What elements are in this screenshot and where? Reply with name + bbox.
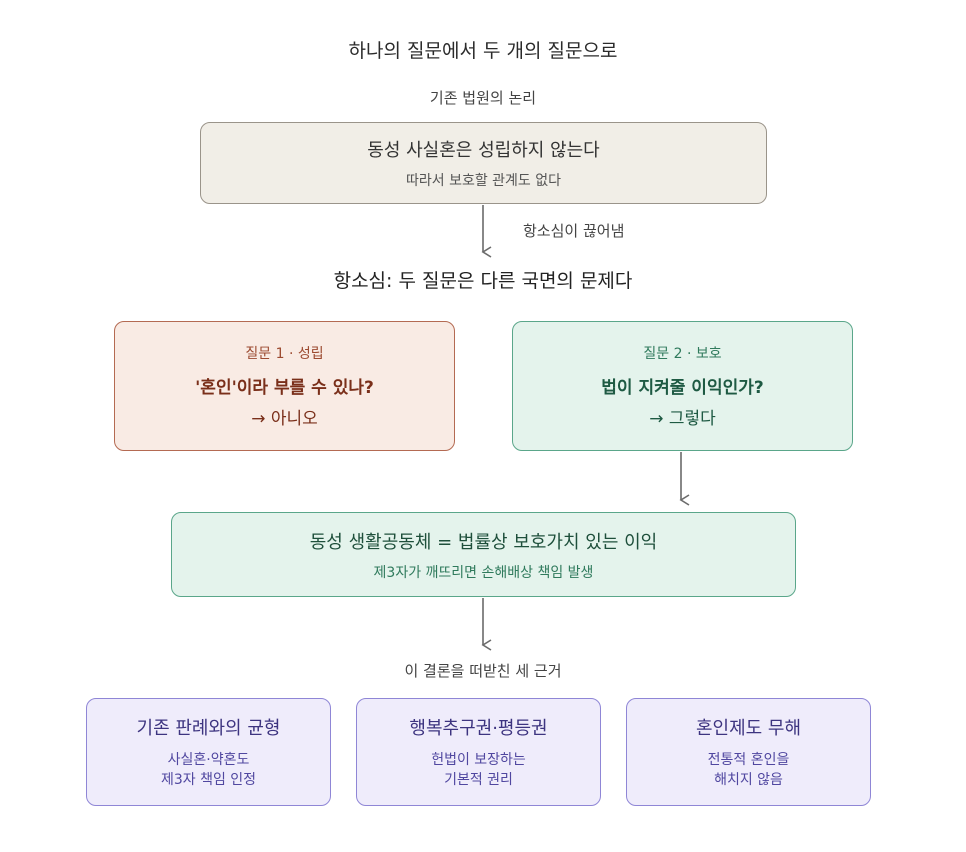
ground-3-line2: 해치지 않음: [714, 772, 783, 788]
question-2-box: 질문 2 · 보호 법이 지켜줄 이익인가? → 그렇다: [512, 321, 853, 451]
q2-question: 법이 지켜줄 이익인가?: [601, 378, 764, 398]
ground-3-title: 혼인제도 무해: [695, 718, 802, 739]
q1-question: '혼인'이라 부를 수 있나?: [195, 378, 374, 398]
result-line1: 동성 생활공동체 = 법률상 보호가치 있는 이익: [309, 531, 658, 553]
split-heading: 항소심: 두 질문은 다른 국면의 문제다: [333, 270, 633, 292]
old-logic-box: 동성 사실혼은 성립하지 않는다 따라서 보호할 관계도 없다: [200, 122, 767, 204]
ground-1-line2: 제3자 책임 인정: [160, 772, 257, 788]
split-label: 항소심이 끊어냄: [523, 222, 625, 240]
q2-tag: 질문 2 · 보호: [643, 346, 722, 362]
grounds-label: 이 결론을 떠받친 세 근거: [404, 662, 562, 680]
ground-3-line1: 전통적 혼인을: [707, 752, 790, 768]
ground-2-line1: 헌법이 보장하는: [431, 752, 526, 768]
ground-box-3: 혼인제도 무해 전통적 혼인을 해치지 않음: [626, 698, 871, 806]
q2-answer: → 그렇다: [649, 409, 716, 429]
result-line2: 제3자가 깨뜨리면 손해배상 책임 발생: [373, 564, 594, 581]
ground-1-title: 기존 판례와의 균형: [136, 718, 281, 739]
ground-2-title: 행복추구권·평등권: [409, 718, 548, 739]
result-box: 동성 생활공동체 = 법률상 보호가치 있는 이익 제3자가 깨뜨리면 손해배상…: [171, 512, 796, 597]
old-logic-line2: 따라서 보호할 관계도 없다: [405, 173, 562, 189]
ground-2-line2: 기본적 권리: [444, 772, 513, 788]
ground-box-2: 행복추구권·평등권 헌법이 보장하는 기본적 권리: [356, 698, 601, 806]
ground-box-1: 기존 판례와의 균형 사실혼·약혼도 제3자 책임 인정: [86, 698, 331, 806]
q1-answer: → 아니오: [251, 409, 318, 429]
q1-tag: 질문 1 · 성립: [245, 346, 324, 362]
ground-1-line1: 사실혼·약혼도: [167, 752, 250, 768]
old-logic-label: 기존 법원의 논리: [429, 89, 537, 107]
question-1-box: 질문 1 · 성립 '혼인'이라 부를 수 있나? → 아니오: [114, 321, 455, 451]
page-title: 하나의 질문에서 두 개의 질문으로: [348, 40, 618, 62]
old-logic-line1: 동성 사실혼은 성립하지 않는다: [367, 140, 600, 161]
